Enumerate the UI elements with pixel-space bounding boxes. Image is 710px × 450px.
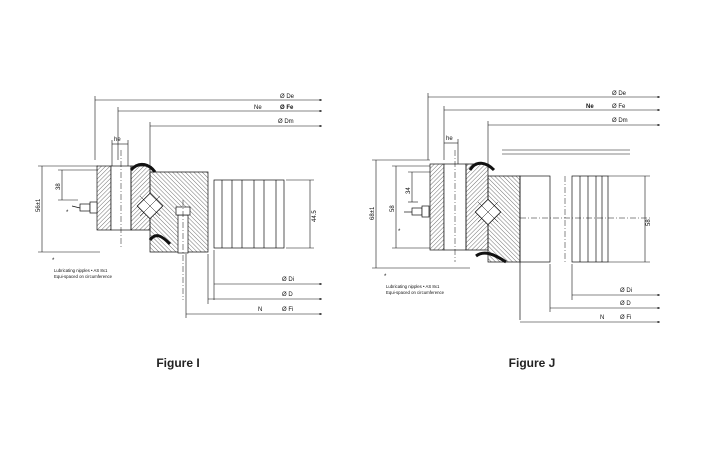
fig-j-note-line1: Lubricating nipples • AS 8x1 (386, 284, 440, 289)
fig-i-ne-label: Ne (254, 105, 262, 111)
fig-i-dm-label: Ø Dm (278, 119, 294, 125)
fig-j-de-label: Ø De (612, 91, 627, 97)
figure-i-caption: Figure I (156, 356, 200, 370)
fig-i-note-line1: Lubricating nipples • AS 8x1 (54, 268, 108, 273)
fig-i-note-line2: Equi-spaced on circumference (54, 274, 113, 279)
fig-j-height-outer-label: 58 (646, 219, 652, 226)
fig-j-he-label: he (446, 136, 453, 142)
fig-i-n-label: N (258, 307, 262, 313)
fig-i-fe-label: Ø Fe (280, 105, 294, 111)
fig-j-height-top-label: 34 (406, 187, 412, 194)
fig-j-height-total-label: 68±1 (370, 206, 376, 220)
fig-j-fe-label: Ø Fe (612, 104, 626, 110)
svg-text:*: * (398, 229, 401, 235)
fig-i-height-top-label: 38 (56, 183, 62, 190)
fig-j-ne-label: Ne (586, 104, 594, 110)
fig-j-n-label: N (600, 315, 604, 321)
fig-i-he-label: he (114, 137, 121, 143)
fig-i-fi-label: Ø Fi (282, 307, 293, 313)
fig-i-note-marker: * (52, 258, 55, 264)
fig-j-fi-label: Ø Fi (620, 315, 631, 321)
fig-j-d-label: Ø D (620, 301, 631, 307)
fig-j-note-line2: Equi-spaced on circumference (386, 290, 445, 295)
fig-i-height-total-label: 56±1 (36, 198, 42, 212)
fig-i-height-outer-label: 44.5 (312, 210, 318, 222)
fig-i-di-label: Ø Di (282, 277, 294, 283)
fig-j-height-mid-label: 58 (390, 205, 396, 212)
svg-text:*: * (66, 210, 69, 216)
figure-i-drawing: Ø De Ne Ø Fe Ø Dm he 56±1 38 (36, 94, 322, 318)
fig-j-dm-label: Ø Dm (612, 118, 628, 124)
fig-j-di-label: Ø Di (620, 288, 632, 294)
figure-j-caption: Figure J (508, 356, 556, 370)
fig-i-d-label: Ø D (282, 292, 293, 298)
fig-i-de-label: Ø De (280, 94, 295, 100)
fig-j-note-marker: * (384, 274, 387, 280)
figure-j-drawing: Ø De Ne Ø Fe Ø Dm he 68±1 58 34 (370, 91, 660, 324)
